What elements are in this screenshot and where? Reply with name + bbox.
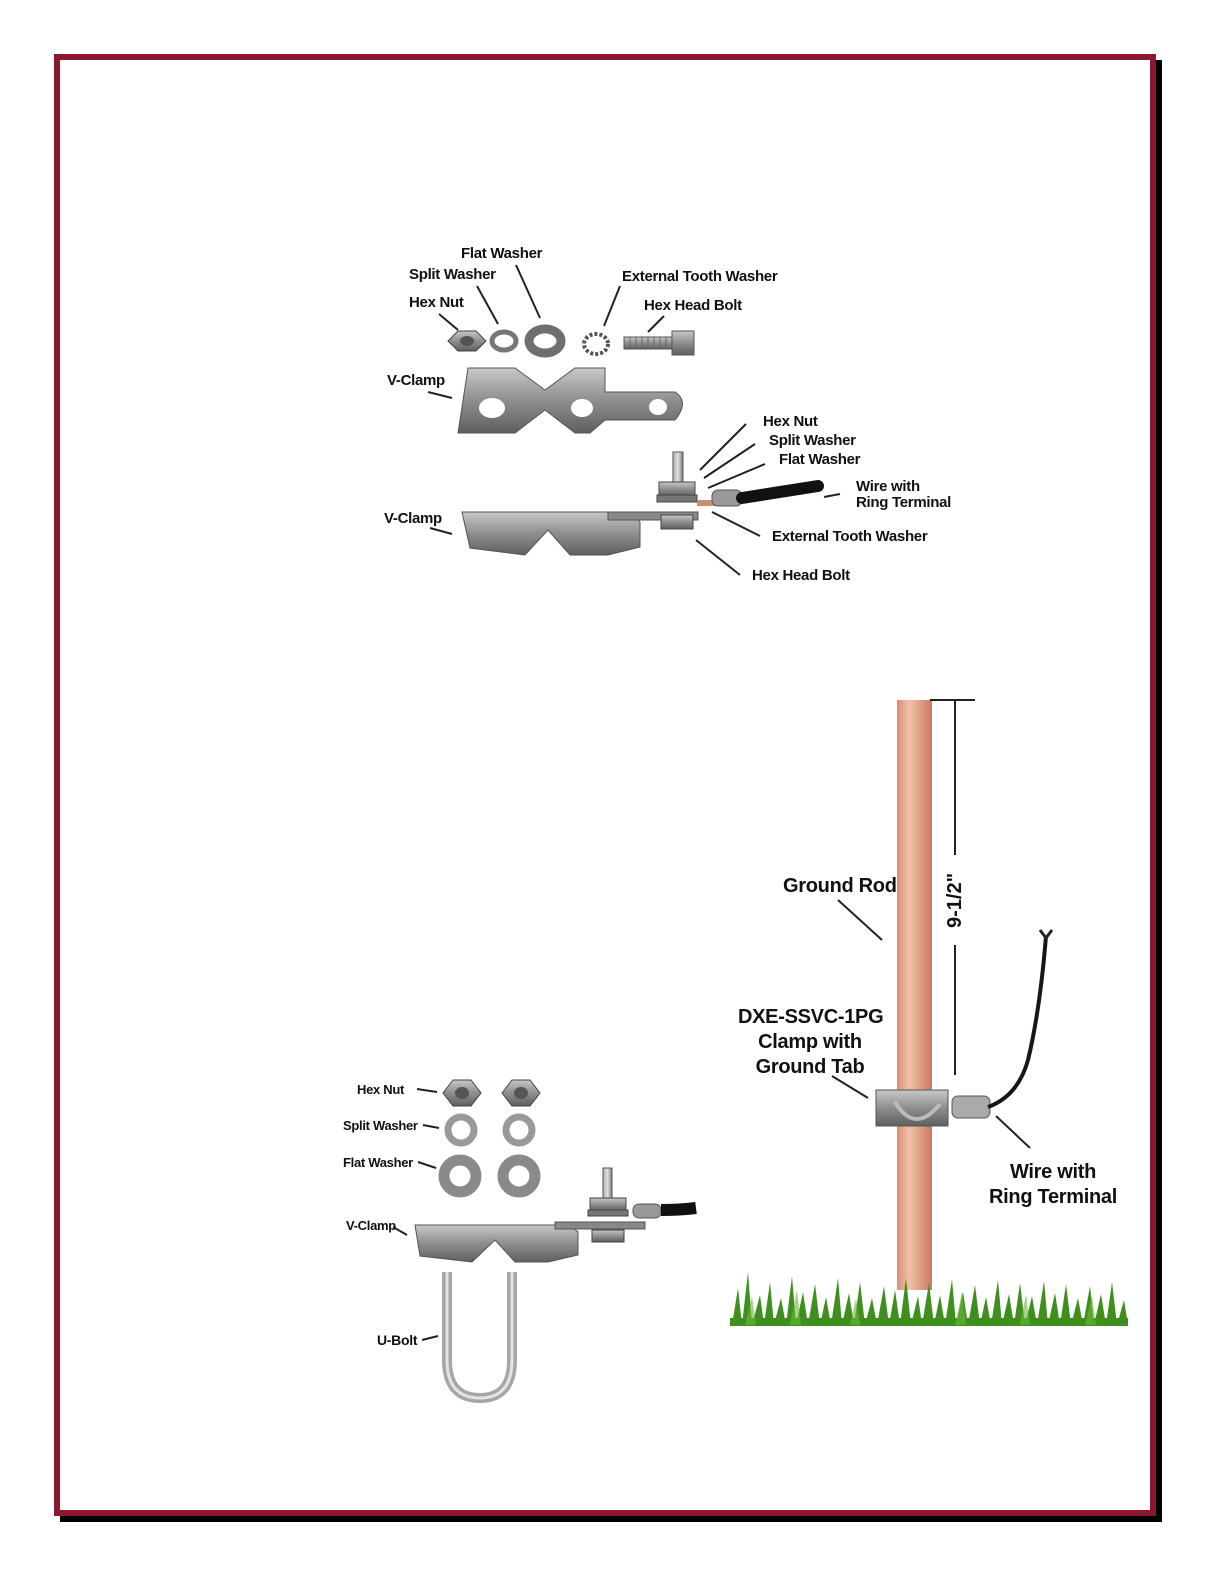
label-external-tooth-washer-2: External Tooth Washer xyxy=(772,528,928,545)
label-wire-line1: Wire with xyxy=(856,478,920,495)
label-v-clamp-side: V-Clamp xyxy=(384,510,442,527)
label-dimension: 9-1/2" xyxy=(944,872,966,928)
top-split-washer xyxy=(489,329,519,353)
label-wire-rod-line1: Wire with xyxy=(1009,1161,1096,1183)
top-hex-nut xyxy=(447,330,487,352)
kit-flat-washers xyxy=(438,1154,541,1198)
label-wire-rod: Wire with Ring Terminal xyxy=(986,1160,1120,1210)
label-wire-line2: Ring Terminal xyxy=(856,494,951,511)
label-split-washer: Split Washer xyxy=(409,266,496,283)
label-product-line2: Clamp with xyxy=(758,1031,862,1053)
label-wire-rod-line2: Ring Terminal xyxy=(989,1186,1117,1208)
kit-label-u-bolt: U-Bolt xyxy=(377,1332,418,1348)
label-product-line1: DXE-SSVC-1PG xyxy=(738,1006,884,1028)
label-ground-rod: Ground Rod xyxy=(783,875,897,897)
kit-leader-lines xyxy=(392,1088,440,1341)
label-flat-washer-2: Flat Washer xyxy=(779,451,861,468)
top-v-clamp-assembled xyxy=(461,451,824,556)
top-v-clamp xyxy=(457,367,683,434)
label-split-washer-2: Split Washer xyxy=(769,432,856,449)
label-product-line3: Ground Tab xyxy=(755,1056,865,1078)
label-v-clamp-top: V-Clamp xyxy=(387,372,445,389)
label-product: DXE-SSVC-1PG Clamp with Ground Tab xyxy=(738,1005,884,1080)
kit-label-hex-nut: Hex Nut xyxy=(357,1082,405,1097)
ground-rod-art xyxy=(730,699,1128,1326)
kit-label-split-washer: Split Washer xyxy=(343,1118,418,1133)
label-hex-nut-2: Hex Nut xyxy=(763,413,818,430)
top-hex-head-bolt xyxy=(623,330,695,356)
top-leader-lines xyxy=(427,264,841,576)
label-hex-head-bolt: Hex Head Bolt xyxy=(644,297,742,314)
label-hex-nut: Hex Nut xyxy=(409,294,464,311)
kit-v-clamp xyxy=(414,1167,697,1263)
kit-label-flat-washer: Flat Washer xyxy=(343,1155,413,1170)
kit-split-washers xyxy=(444,1113,536,1147)
kit-u-bolt xyxy=(442,1272,517,1404)
label-external-tooth-washer: External Tooth Washer xyxy=(622,268,778,285)
top-external-tooth-washer xyxy=(582,332,610,356)
label-hex-head-bolt-2: Hex Head Bolt xyxy=(752,567,850,584)
label-flat-washer: Flat Washer xyxy=(461,245,543,262)
page-frame xyxy=(54,54,1156,1516)
kit-hex-nuts xyxy=(442,1079,541,1107)
kit-label-v-clamp: V-Clamp xyxy=(346,1218,396,1233)
grass xyxy=(730,1272,1128,1326)
top-flat-washer xyxy=(524,324,566,358)
